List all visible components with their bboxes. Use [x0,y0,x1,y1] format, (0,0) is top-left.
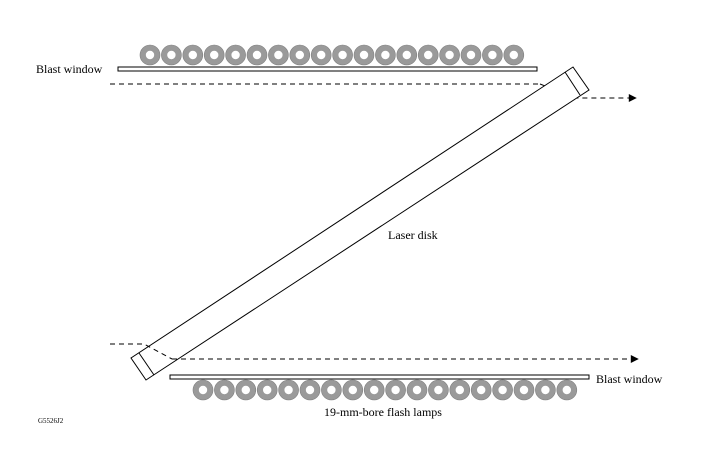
flash-lamp-bore [412,385,422,395]
laser-disk [130,66,590,381]
flash-lamp-bottom [299,379,321,401]
figure-code: G5526J2 [38,417,64,425]
flash-lamp-top [182,44,204,66]
flash-lamp-bottom [406,379,428,401]
flash-lamp-bottom [513,379,535,401]
flash-lamp-bottom [492,379,513,401]
flash-lamp-top [375,44,396,66]
flash-lamp-bore [327,385,336,395]
flash-lamps-label: 19-mm-bore flash lamps [324,405,442,419]
flash-lamp-bore [519,385,529,395]
flash-lamp-top [139,44,161,66]
flash-lamp-top [289,44,311,66]
flash-lamp-bottom [363,379,385,401]
flash-lamp-bore [445,50,454,60]
bottom-beam-path-incoming [110,343,173,360]
flash-lamp-bore [348,385,357,395]
flash-lamp-top [417,44,439,66]
flash-lamp-bore [370,385,379,395]
flash-lamp-top [503,44,525,66]
flash-lamp-bore [509,50,518,60]
flash-lamp-bore [402,50,411,60]
flash-lamp-top [310,44,332,66]
flash-lamp-top [268,44,289,66]
blast-window-bottom-label: Blast window [596,372,663,386]
laser-disk-upper-edge-band [564,71,581,96]
flash-lamp-bottom [556,379,578,401]
flash-lamp-top [460,44,482,66]
flash-lamp-top [439,44,460,66]
flash-lamp-bore [466,50,476,60]
flash-lamp-bottom [428,379,449,401]
flash-lamp-bottom [449,379,471,401]
flash-lamp-bore [455,385,464,395]
bottom-flash-lamp-row [192,379,578,401]
flash-lamp-bore [167,50,176,60]
flash-lamp-top [332,44,353,66]
flash-lamp-bottom [470,379,492,401]
flash-lamp-bore [241,385,250,395]
flash-lamp-bore [477,385,486,395]
flash-lamp-top [161,44,182,66]
flash-lamp-bore [145,50,155,60]
flash-lamp-bottom [535,379,556,401]
laser-disk-lower-edge-band [138,352,155,376]
flash-lamp-bore [274,50,283,60]
flash-lamp-bottom [278,379,299,401]
flash-lamp-bore [231,50,240,60]
flash-lamp-bore [381,50,390,60]
flash-lamp-bore [424,50,433,60]
flash-lamp-bore [359,50,369,60]
flash-lamp-bottom [256,379,278,401]
flash-lamp-bore [338,50,347,60]
flash-lamp-top [482,44,503,66]
flash-lamp-top [353,44,375,66]
laser-disk-label: Laser disk [388,228,438,242]
flash-lamp-bore [541,385,550,395]
flash-lamp-bore [434,385,443,395]
flash-lamp-bore [210,50,219,60]
flash-lamp-bore [295,50,304,60]
flash-lamp-bore [391,385,400,395]
flash-lamp-top [203,44,225,66]
flash-lamp-bore [252,50,262,60]
flash-lamp-bore [198,385,208,395]
blast-window-top-label: Blast window [36,62,103,76]
flash-lamp-bottom [385,379,406,401]
flash-lamp-bore [317,50,326,60]
flash-lamp-bore [188,50,197,60]
top-flash-lamp-row [139,44,525,66]
flash-lamp-bottom [342,379,364,401]
flash-lamp-bore [498,385,507,395]
flash-lamp-bore [220,385,229,395]
flash-lamp-bore [284,385,293,395]
flash-lamp-bottom [321,379,342,401]
flash-lamp-bore [562,385,571,395]
flash-lamp-bore [488,50,497,60]
flash-lamp-bore [305,385,315,395]
bottom-blast-window [169,374,590,380]
flash-lamp-top [396,44,418,66]
flash-lamp-top [246,44,268,66]
flash-lamp-top [225,44,246,66]
top-blast-window [117,66,538,72]
flash-lamp-bottom [192,379,214,401]
flash-lamp-bottom [214,379,235,401]
flash-lamp-bore [263,385,272,395]
flash-lamp-bottom [235,379,257,401]
